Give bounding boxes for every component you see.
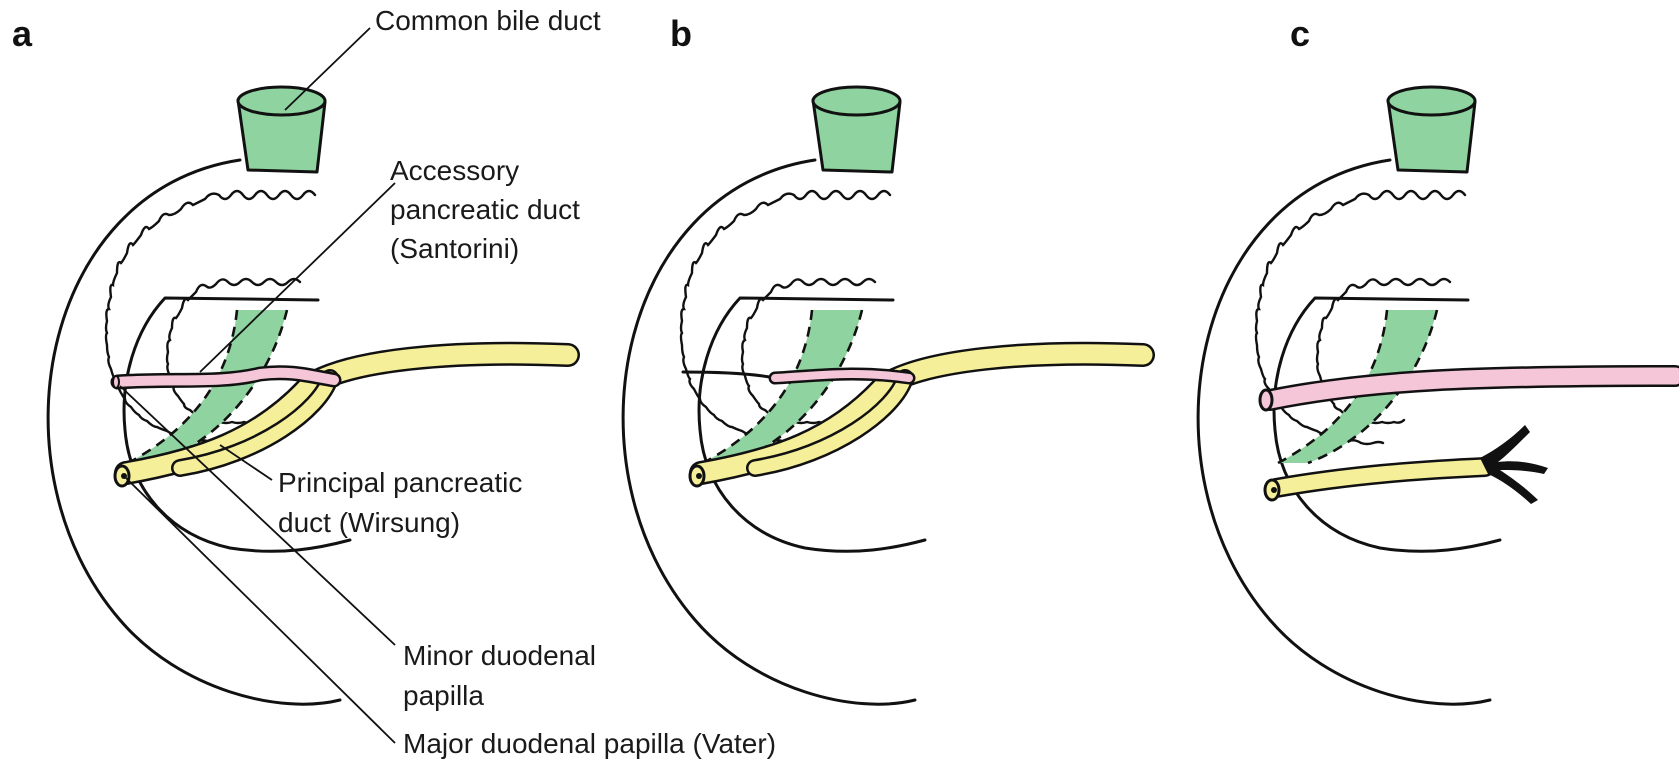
leader-principal-duct: [219, 444, 273, 481]
leader-major-papilla: [125, 477, 396, 744]
panel-c: [1196, 85, 1679, 706]
label-principal-duct-2: duct (Wirsung): [278, 507, 460, 538]
label-minor-papilla-2: papilla: [403, 680, 484, 711]
leader-common-bile-duct: [284, 27, 371, 111]
leader-minor-papilla: [119, 385, 396, 646]
leader-accessory-duct: [199, 182, 396, 373]
panel-letter-c: c: [1290, 13, 1310, 54]
label-common-bile-duct: Common bile duct: [375, 5, 601, 36]
label-accessory-duct-3: (Santorini): [390, 233, 519, 264]
panel-letter-b: b: [670, 13, 692, 54]
label-accessory-duct-1: Accessory: [390, 155, 519, 186]
label-principal-duct-1: Principal pancreatic: [278, 467, 522, 498]
panel-b: [621, 85, 1155, 706]
leader-lines: [119, 27, 396, 744]
label-major-papilla: Major duodenal papilla (Vater): [403, 728, 776, 759]
panel-letter-a: a: [12, 13, 33, 54]
label-minor-papilla-1: Minor duodenal: [403, 640, 596, 671]
label-accessory-duct-2: pancreatic duct: [390, 194, 580, 225]
